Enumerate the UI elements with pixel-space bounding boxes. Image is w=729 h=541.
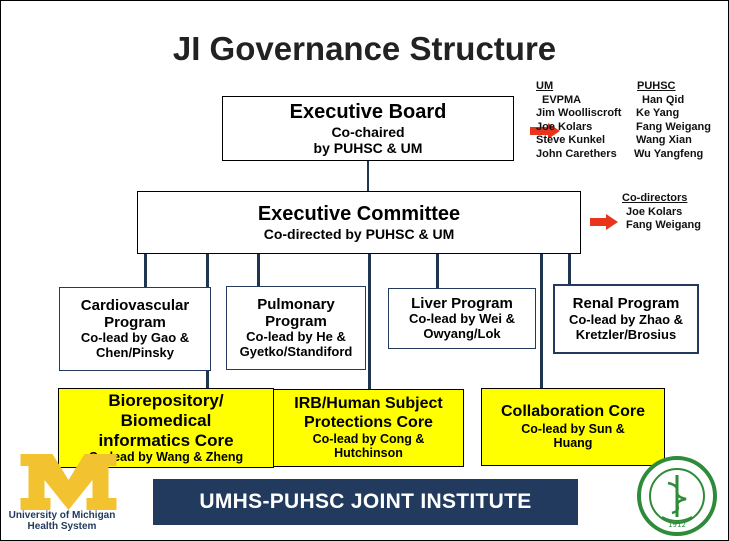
um-member: John Carethers xyxy=(536,147,617,160)
program-title: Liver Program xyxy=(411,294,513,312)
um-member: Jim Woolliscroft xyxy=(536,107,622,119)
um-member: Joe Kolars xyxy=(536,120,593,133)
core-box-collaboration: Collaboration Core Co-lead by Sun & Huan… xyxy=(481,388,665,466)
board-members-um: UM EVPMA Jim Woolliscroft Joe Kolars Ste… xyxy=(536,80,621,161)
executive-board-title: Executive Board xyxy=(289,100,447,123)
university-of-michigan-logo xyxy=(20,454,117,510)
co-directors-header: Co-directors xyxy=(622,192,688,204)
program-lead: Owyang/Lok xyxy=(423,326,501,342)
connector-collaboration xyxy=(540,253,543,388)
core-title: Protections Core xyxy=(304,413,433,431)
core-title: informatics Core xyxy=(98,430,234,450)
program-lead: Co-lead by Zhao & xyxy=(568,311,684,327)
core-lead: Co-lead by Cong & xyxy=(312,432,425,447)
program-title: Cardiovascular xyxy=(80,296,190,314)
core-title: IRB/Human Subject xyxy=(294,395,443,413)
executive-board-box: Executive Board Co-chaired by PUHSC & UM xyxy=(222,96,514,161)
puhsc-member: Han Qid xyxy=(642,93,685,106)
core-box-biorepository: Biorepository/ Biomedical informatics Co… xyxy=(58,388,274,468)
executive-committee-box: Executive Committee Co-directed by PUHSC… xyxy=(137,191,581,254)
executive-board-line2: by PUHSC & UM xyxy=(313,140,423,156)
program-lead: Gyetko/Standiford xyxy=(239,344,353,360)
core-title: Biorepository/ xyxy=(108,391,224,411)
program-title: Renal Program xyxy=(572,295,680,313)
core-lead: Co-lead by Wang & Zheng xyxy=(88,450,244,465)
program-lead: Kretzler/Brosius xyxy=(575,326,677,342)
um-logo-line2: Health System xyxy=(27,521,97,532)
program-lead: Co-lead by Gao & xyxy=(80,330,190,346)
puhsc-member: Wang Xian xyxy=(636,134,692,146)
core-lead: Co-lead by Sun & xyxy=(521,421,625,436)
core-title: Collaboration Core xyxy=(500,403,645,421)
core-lead: Huang xyxy=(553,436,593,451)
um-member: EVPMA xyxy=(542,93,582,106)
um-header: UM xyxy=(536,80,554,92)
puhsc-member: Fang Weigang xyxy=(636,120,711,133)
connector-irb xyxy=(368,253,371,390)
um-logo-text: University of Michigan Health System xyxy=(0,510,124,532)
program-box-cardiovascular: Cardiovascular Program Co-lead by Gao & … xyxy=(59,287,211,371)
core-title: Biomedical xyxy=(120,411,212,431)
core-box-irb: IRB/Human Subject Protections Core Co-le… xyxy=(273,389,464,467)
um-logo-line1: University of Michigan xyxy=(8,510,116,521)
program-title: Program xyxy=(265,313,327,331)
puhsc-header: PUHSC xyxy=(637,80,676,92)
program-title: Program xyxy=(104,314,166,332)
puhsc-seal-logo: 1912 xyxy=(637,456,717,536)
um-member: Steve Kunkel xyxy=(536,134,606,146)
svg-text:1912: 1912 xyxy=(668,521,686,529)
executive-committee-title: Executive Committee xyxy=(257,202,461,225)
arrow-right-icon xyxy=(590,214,618,230)
executive-committee-line1: Co-directed by PUHSC & UM xyxy=(263,225,455,242)
joint-institute-banner: UMHS-PUHSC JOINT INSTITUTE xyxy=(153,479,578,525)
connector-board-committee xyxy=(367,160,369,192)
slide-title: JI Governance Structure xyxy=(172,30,557,67)
executive-board-line1: Co-chaired xyxy=(331,123,405,140)
puhsc-member: Ke Yang xyxy=(636,107,680,119)
connector-pulmonary xyxy=(257,253,260,286)
arrow-right-icon xyxy=(530,123,560,139)
core-lead: Hutchinson xyxy=(334,446,403,461)
connector-renal xyxy=(568,253,571,285)
program-box-renal: Renal Program Co-lead by Zhao & Kretzler… xyxy=(553,284,699,354)
connector-liver xyxy=(436,253,439,289)
co-director-name: Fang Weigang xyxy=(626,219,701,231)
program-lead: Co-lead by He & xyxy=(246,329,346,345)
program-box-pulmonary: Pulmonary Program Co-lead by He & Gyetko… xyxy=(226,286,366,370)
co-directors-list: Co-directors Joe Kolars Fang Weigang xyxy=(622,192,701,233)
program-lead: Co-lead by Wei & xyxy=(409,311,515,327)
program-lead: Chen/Pinsky xyxy=(95,345,175,361)
co-director-name: Joe Kolars xyxy=(626,205,683,218)
puhsc-member: Wu Yangfeng xyxy=(634,147,704,160)
board-members-puhsc: PUHSC Han Qid Ke Yang Fang Weigang Wang … xyxy=(634,80,711,161)
program-box-liver: Liver Program Co-lead by Wei & Owyang/Lo… xyxy=(388,288,536,349)
program-title: Pulmonary xyxy=(257,295,335,313)
connector-cardio xyxy=(144,253,147,289)
